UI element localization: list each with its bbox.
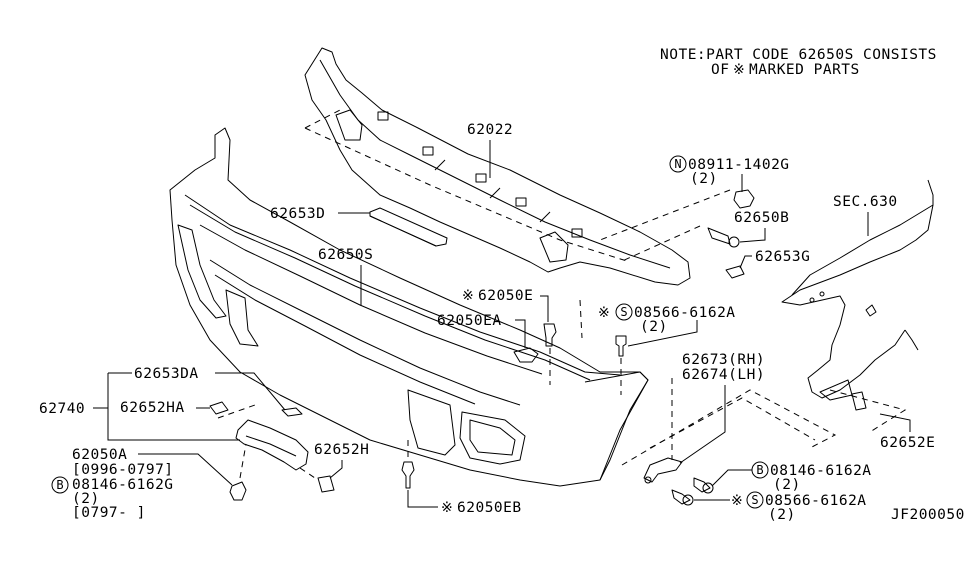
part-62652HA[interactable] [209, 401, 229, 415]
leader-08146-A [711, 469, 752, 487]
part-62022-core-support[interactable] [304, 47, 691, 286]
diagram-code: JF200050 [891, 507, 965, 523]
leader-08566-top [627, 320, 698, 347]
label-62740: 62740 [39, 401, 85, 417]
note-line-2-prefix: OF [711, 62, 729, 78]
clip-62050E[interactable]: ※ 62050E [462, 288, 557, 385]
part-62740-bracket[interactable] [235, 419, 309, 471]
fender-sec-630[interactable]: SEC.630 [781, 179, 934, 401]
label-62653D: 62653D [270, 206, 325, 222]
b-symbol-letter: B [756, 463, 763, 477]
n-symbol-letter: N [674, 157, 681, 171]
leader-62653G [739, 255, 752, 269]
part-62653D-seal-strip[interactable] [369, 207, 448, 247]
qty-08566-bottom: (2) [768, 507, 796, 523]
screw-08566-6162A-top[interactable]: ※ S 08566-6162A (2) [579, 299, 736, 395]
s-symbol-letter: S [620, 305, 627, 319]
note-line-2-suffix: MARKED PARTS [749, 62, 860, 78]
qty-08911: (2) [690, 171, 718, 187]
qty-08146-G: (2) [72, 491, 100, 507]
label-62050A: 62050A [72, 447, 127, 463]
part-62653G[interactable]: 62653G [725, 249, 810, 279]
label-08146-6162G: 08146-6162G [72, 477, 174, 493]
leader-62050E [540, 295, 549, 322]
s-symbol-letter-bottom: S [751, 493, 758, 507]
bolt-08146-6162A[interactable]: B 08146-6162A (2) [693, 461, 872, 494]
s-symbol-icon [615, 303, 633, 321]
label-62653DA: 62653DA [134, 366, 199, 382]
label-62022: 62022 [467, 122, 513, 138]
s-symbol-icon-bottom [746, 491, 764, 509]
kit-mark-icon: ※ [733, 62, 745, 78]
label-62050EA: 62050EA [437, 313, 502, 329]
note-line-1: NOTE:PART CODE 62650S CONSISTS [660, 47, 937, 63]
label-62652H: 62652H [314, 442, 369, 458]
bracket-group-62740[interactable]: 62740 62653DA 62652HA [39, 366, 309, 471]
label-08911-1402G: 08911-1402G [688, 157, 790, 173]
clip-62050A-bolt-08146-6162G[interactable]: 62050A [0996-0797] B 08146-6162G (2) [07… [51, 443, 247, 521]
qty-08566-top: (2) [640, 319, 668, 335]
label-62050E: 62050E [478, 288, 533, 304]
part-62652H[interactable]: 62652H [299, 442, 369, 493]
leader-62652E [879, 413, 911, 432]
kit-mark-08566-bottom-icon: ※ [731, 493, 743, 509]
label-08146-6162A: 08146-6162A [770, 463, 872, 479]
part-62650S-bumper-fascia[interactable] [169, 127, 649, 487]
range-08146-G: [0797- ] [72, 505, 146, 521]
screw-08566-6162A-bottom[interactable]: ※ S 08566-6162A (2) [671, 489, 867, 523]
label-sec-630: SEC.630 [833, 194, 898, 210]
label-62650S: 62650S [318, 247, 373, 263]
clip-62050EA[interactable]: 62050EA [437, 313, 539, 363]
label-08566-6162A-top: 08566-6162A [634, 305, 736, 321]
bracket-line-62740 [107, 373, 240, 441]
kit-mark-62050E-icon: ※ [462, 288, 474, 304]
b-symbol-icon-left [51, 476, 69, 494]
note: NOTE:PART CODE 62650S CONSISTS OF ※ MARK… [660, 47, 937, 78]
label-62050EB: 62050EB [457, 500, 522, 516]
label-62653G: 62653G [755, 249, 810, 265]
clip-62050EB[interactable]: ※ 62050EB [401, 440, 522, 516]
part-62653DA[interactable] [281, 407, 303, 417]
bolt-62650B[interactable]: 62650B [619, 210, 789, 263]
label-62674-LH: 62674(LH) [682, 367, 765, 383]
leader-62652H [329, 460, 343, 479]
label-62652E: 62652E [880, 435, 935, 451]
leader-62050A [138, 453, 233, 486]
label-62650B: 62650B [734, 210, 789, 226]
label-62673-RH: 62673(RH) [682, 352, 765, 368]
part-62652E[interactable]: 62652E [829, 389, 935, 451]
label-62652HA: 62652HA [120, 400, 185, 416]
leader-62050EB [407, 490, 438, 508]
bracket-62673-62674[interactable]: 62673(RH) 62674(LH) [621, 352, 837, 484]
qty-08146-A: (2) [773, 477, 801, 493]
leader-62653DA [215, 372, 286, 411]
leader-62650B [739, 228, 766, 243]
kit-mark-62050EB-icon: ※ [441, 500, 453, 516]
kit-mark-08566-top-icon: ※ [598, 305, 610, 321]
leader-62050EA [515, 319, 526, 348]
b-symbol-icon [751, 461, 769, 479]
b-symbol-letter-left: B [56, 478, 63, 492]
range-62050A: [0996-0797] [72, 462, 174, 478]
nut-08911-1402G[interactable]: N 08911-1402G (2) [599, 155, 790, 241]
label-08566-6162A-bottom: 08566-6162A [765, 493, 867, 509]
n-symbol-icon [669, 155, 687, 173]
leader-62673 [679, 385, 726, 464]
